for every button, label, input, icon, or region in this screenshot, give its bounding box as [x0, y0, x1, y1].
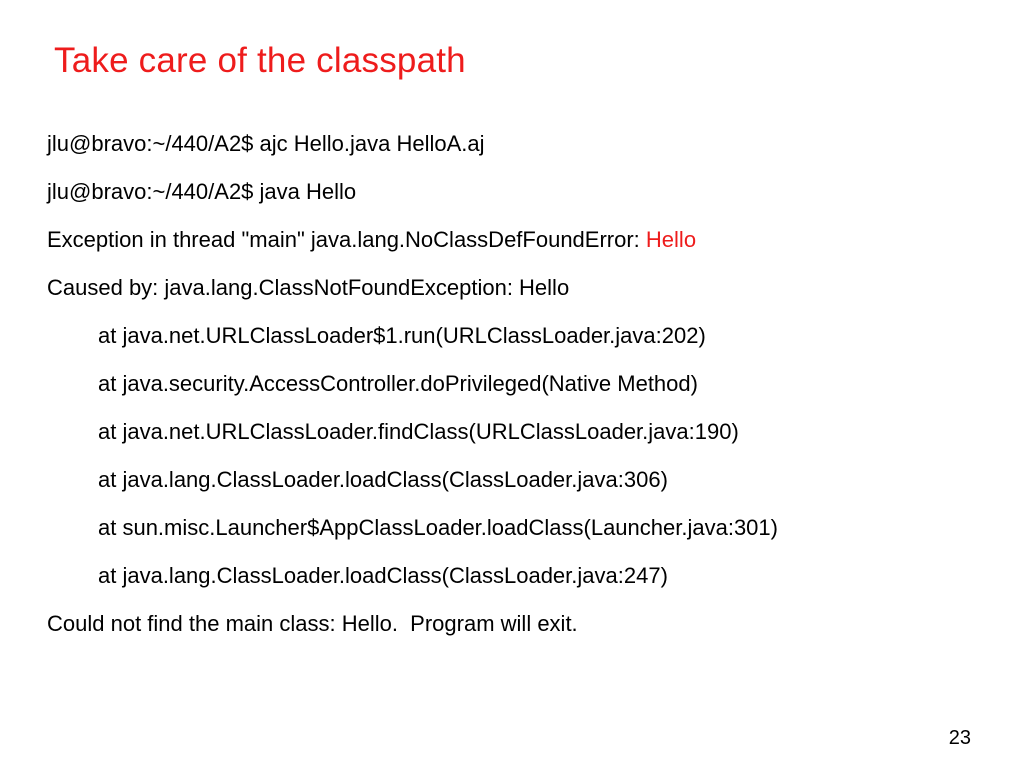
page-number: 23: [948, 727, 971, 749]
command-line-compile: jlu@bravo:~/440/A2$ ajc Hello.java Hello…: [47, 131, 485, 156]
final-message-line: Could not find the main class: Hello. Pr…: [47, 611, 578, 636]
command-line-run: jlu@bravo:~/440/A2$ java Hello: [47, 179, 357, 204]
stack-trace-line: at sun.misc.Launcher$AppClassLoader.load…: [98, 515, 778, 540]
stack-trace-line: at java.net.URLClassLoader$1.run(URLClas…: [98, 323, 706, 348]
stack-trace-line: at java.security.AccessController.doPriv…: [98, 371, 698, 396]
slide-body: jlu@bravo:~/440/A2$ ajc Hello.java Hello…: [47, 124, 987, 652]
stack-trace-line: at java.lang.ClassLoader.loadClass(Class…: [98, 563, 668, 588]
stack-trace-line: at java.lang.ClassLoader.loadClass(Class…: [98, 467, 668, 492]
exception-class-highlight: Hello: [645, 227, 697, 252]
slide-title: Take care of the classpath: [54, 41, 466, 80]
exception-line: Exception in thread "main" java.lang.NoC…: [47, 220, 987, 268]
exception-text: Exception in thread "main" java.lang.NoC…: [47, 227, 646, 252]
caused-by-line: Caused by: java.lang.ClassNotFoundExcept…: [47, 275, 570, 300]
stack-trace-line: at java.net.URLClassLoader.findClass(URL…: [98, 419, 739, 444]
